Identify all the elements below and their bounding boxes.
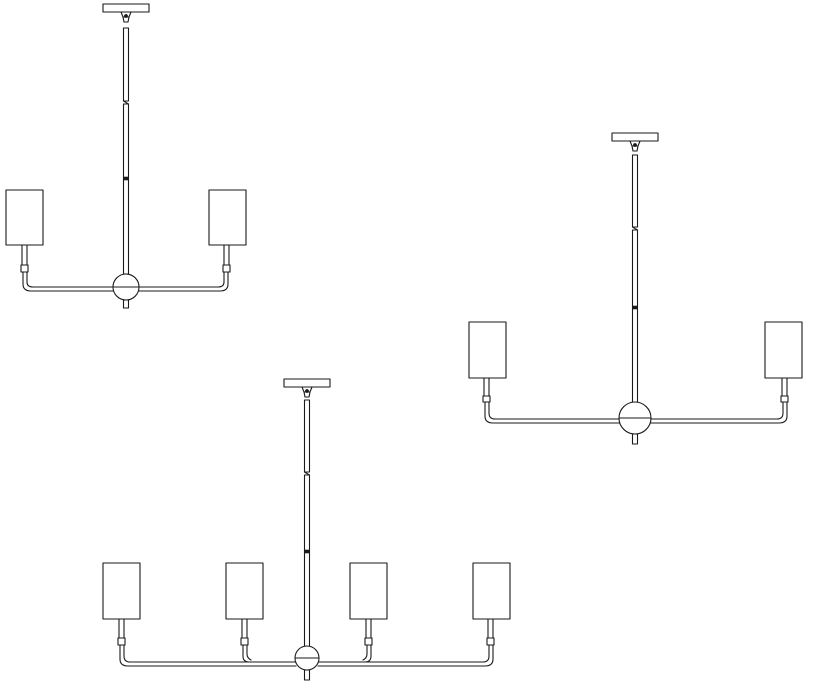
downrod-coupling	[123, 176, 130, 181]
lamp-shade-3	[349, 562, 388, 620]
downrod-lower	[122, 103, 130, 275]
ceiling-canopy	[611, 132, 659, 142]
lamp-shade-right	[764, 321, 803, 379]
socket-stem-3	[365, 618, 372, 639]
lamp-shade-4	[472, 562, 511, 620]
fixture-four-light-linear	[102, 378, 511, 681]
arm-left-inner	[123, 644, 297, 663]
ceiling-canopy	[102, 3, 150, 13]
socket-cup-3	[364, 637, 373, 646]
socket-stem-left	[21, 244, 28, 266]
lamp-shade-2	[225, 562, 264, 620]
socket-cup-left	[20, 264, 29, 273]
bottom-finial	[303, 669, 311, 681]
bottom-finial	[631, 433, 639, 445]
arm-left-outer	[484, 401, 621, 424]
arm-left-inner	[488, 401, 621, 420]
downrod-lower	[631, 229, 639, 405]
downrod-coupling	[631, 305, 638, 310]
arm-inner-right-drop-a	[364, 644, 372, 663]
lamp-shade-right	[208, 189, 247, 246]
canopy-screw	[633, 143, 637, 147]
socket-stem-1	[118, 618, 125, 639]
arm-inner-right-drop-b	[362, 644, 368, 661]
downrod-upper	[122, 27, 130, 102]
arm-left-outer	[119, 644, 297, 667]
lamp-shade-left	[5, 189, 44, 246]
arm-right-outer	[137, 271, 229, 292]
arm-inner-left-drop-b	[246, 644, 252, 661]
socket-cup-right	[780, 395, 789, 403]
socket-cup-right	[222, 264, 231, 273]
fixture-two-light-large	[468, 132, 803, 445]
socket-stem-right	[223, 244, 230, 266]
arm-right-inner	[137, 271, 225, 288]
canopy-screw	[124, 14, 128, 18]
socket-stem-4	[487, 618, 494, 639]
ceiling-canopy	[283, 378, 331, 388]
arm-left-inner	[26, 271, 115, 288]
arm-right-inner	[649, 401, 784, 420]
canopy-screw	[305, 389, 309, 393]
downrod-upper	[631, 154, 639, 228]
arm-left-outer	[22, 271, 115, 292]
socket-cup-left	[482, 395, 491, 403]
lamp-shade-1	[102, 562, 141, 620]
arm-inner-left-drop-a	[242, 644, 250, 663]
lamp-shade-left	[468, 321, 507, 379]
downrod-upper	[303, 399, 311, 473]
socket-cup-1	[117, 637, 126, 646]
downrod-lower	[303, 474, 311, 648]
socket-stem-right	[781, 377, 788, 397]
arm-right-outer	[317, 644, 494, 667]
bottom-finial	[122, 299, 130, 309]
socket-cup-2	[240, 637, 249, 646]
socket-stem-left	[483, 377, 490, 397]
downrod-coupling	[303, 549, 310, 554]
socket-cup-4	[486, 637, 495, 646]
arm-right-outer	[649, 401, 788, 424]
fixture-two-light-small	[5, 3, 247, 309]
arm-right-inner	[317, 644, 490, 663]
socket-stem-2	[241, 618, 248, 639]
